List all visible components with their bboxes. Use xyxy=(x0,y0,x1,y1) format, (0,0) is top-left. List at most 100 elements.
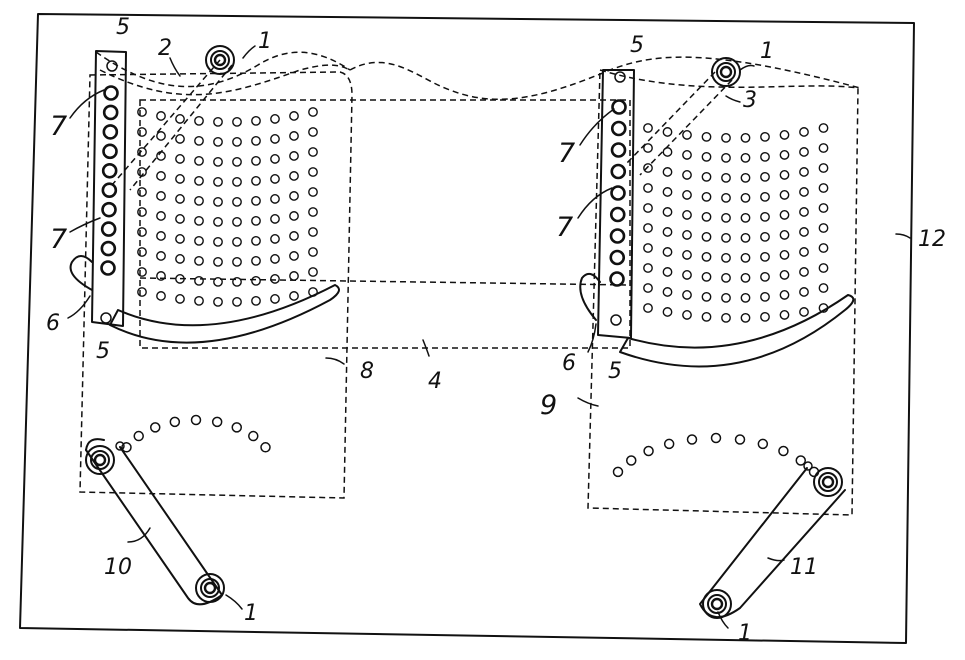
perforation-hole xyxy=(760,271,770,282)
left-lower-hole-arc xyxy=(121,414,271,453)
perforation-hole xyxy=(194,135,204,146)
perforation-hole xyxy=(137,227,147,237)
perforation-hole xyxy=(662,247,673,257)
perforation-hole xyxy=(760,171,770,182)
perforation-hole xyxy=(194,155,204,166)
perforation-hole xyxy=(701,171,712,182)
label-zone-left: 8 xyxy=(360,359,374,384)
perforation-hole xyxy=(289,171,299,181)
perforation-hole xyxy=(194,195,204,206)
perforation-hole xyxy=(779,190,790,200)
perforation-hole xyxy=(156,171,166,181)
perforation-hole xyxy=(251,255,261,266)
perforation-hole xyxy=(799,187,809,197)
left-belt xyxy=(111,59,221,186)
perforation-hole xyxy=(760,151,770,162)
perforation-hole xyxy=(799,267,809,277)
arc-hole xyxy=(133,430,144,442)
perforation-hole xyxy=(213,196,223,207)
perforation-hole xyxy=(308,187,318,197)
perforation-hole xyxy=(760,291,770,302)
perforation-hole xyxy=(760,231,770,242)
perforation-hole xyxy=(682,190,692,200)
label-hook-right: 6 xyxy=(562,351,576,376)
arc-hole xyxy=(643,445,654,457)
perforation-hole xyxy=(721,152,731,163)
perforation-hole xyxy=(213,136,223,147)
perforation-hole xyxy=(740,252,751,263)
perforation-hole xyxy=(643,143,653,153)
arc-hole xyxy=(149,422,161,433)
perforation-hole xyxy=(289,251,299,261)
top-wavy-edge-left xyxy=(95,51,351,88)
arc-hole xyxy=(121,442,132,453)
roller-mid xyxy=(716,62,736,82)
perforation-hole xyxy=(721,312,731,323)
perforation-hole xyxy=(760,211,770,222)
perforation-hole xyxy=(779,270,790,280)
roller-inner xyxy=(719,65,733,79)
strip-hole xyxy=(101,182,118,199)
perforation-hole xyxy=(137,187,147,197)
roller-pin xyxy=(803,461,813,471)
perforation-hole xyxy=(137,147,147,157)
perforation-hole xyxy=(213,276,223,287)
perforation-hole xyxy=(270,294,280,304)
perforation-hole xyxy=(308,227,318,237)
perforation-hole xyxy=(662,287,673,297)
perforation-hole xyxy=(289,191,299,201)
perforation-hole xyxy=(156,271,166,281)
perforation-hole xyxy=(721,252,731,263)
left-perforation-grid xyxy=(137,107,318,307)
roller-inner xyxy=(821,475,835,489)
perforation-hole xyxy=(137,267,147,277)
label-roller-top-left: 1 xyxy=(258,29,272,54)
perforation-hole xyxy=(251,275,261,286)
perforation-hole xyxy=(662,227,673,237)
perforation-hole xyxy=(701,131,712,142)
strip-hole xyxy=(609,228,626,244)
left-belt-2 xyxy=(129,64,233,191)
perforation-hole xyxy=(270,194,280,204)
perforation-hole xyxy=(270,274,280,284)
perforation-hole xyxy=(701,191,712,202)
label-hook-left: 6 xyxy=(46,311,60,336)
left-crescent-guide xyxy=(109,284,340,344)
perforation-hole xyxy=(643,263,653,273)
perforation-hole xyxy=(213,176,223,187)
perforation-hole xyxy=(156,231,166,241)
perforation-hole xyxy=(701,311,712,322)
right-zone-outline xyxy=(587,69,859,516)
strip-hole xyxy=(103,85,119,101)
perforation-hole xyxy=(137,127,147,137)
label-frame: 12 xyxy=(918,227,946,252)
perforation-hole xyxy=(251,135,261,146)
perforation-hole xyxy=(701,231,712,242)
perforation-hole xyxy=(760,131,770,142)
perforation-hole xyxy=(760,311,770,322)
perforation-hole xyxy=(643,123,653,133)
perforation-hole xyxy=(156,251,166,261)
perforation-hole xyxy=(270,154,280,164)
perforation-hole xyxy=(701,211,712,222)
perforation-hole xyxy=(137,107,147,117)
perforation-hole xyxy=(308,207,318,217)
left-hook xyxy=(69,255,93,291)
strip-hole xyxy=(100,260,116,276)
perforation-hole xyxy=(662,307,673,317)
perforation-hole xyxy=(289,271,299,281)
arc-hole xyxy=(710,432,722,444)
perforation-hole xyxy=(232,156,242,167)
perforation-hole xyxy=(270,114,280,124)
left-strip xyxy=(91,50,127,327)
perforation-hole xyxy=(175,174,185,184)
perforation-hole xyxy=(251,155,261,166)
right-strip xyxy=(597,69,635,339)
perforation-hole xyxy=(156,131,166,141)
perforation-hole xyxy=(213,216,223,227)
perforation-hole xyxy=(137,247,147,257)
link-left-rim xyxy=(85,438,105,451)
perforation-hole xyxy=(740,312,751,323)
